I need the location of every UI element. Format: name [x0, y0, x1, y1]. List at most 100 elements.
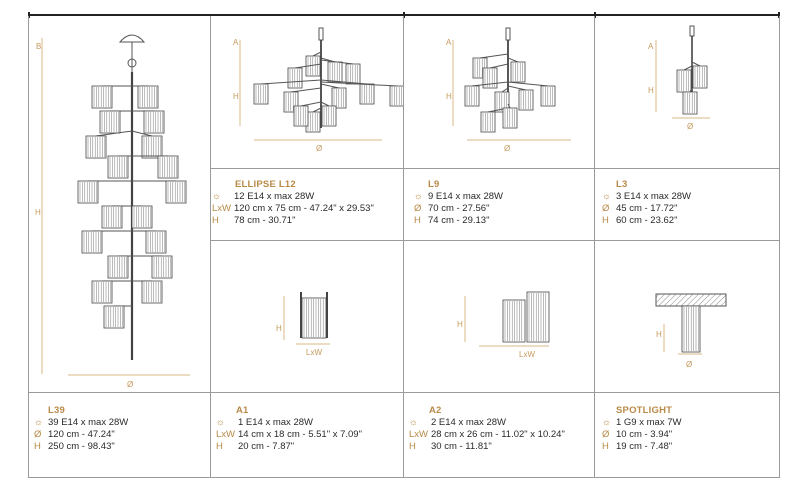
spec-value: 250 cm - 98.43": [48, 441, 115, 452]
spec-key: H: [414, 215, 421, 226]
arm: [691, 61, 701, 67]
arm: [507, 85, 527, 91]
dim-label-lxw: LxW: [519, 350, 535, 359]
crystal-shade: [77, 180, 99, 204]
crystal-shade: [85, 135, 107, 159]
l39-diagram: [41, 34, 190, 376]
l9-diagram: [452, 27, 571, 141]
crystal-shade: [91, 280, 113, 304]
arm: [683, 65, 693, 71]
crystal-shade: [91, 85, 113, 109]
dim-label-h: H: [276, 324, 282, 333]
arm: [300, 101, 322, 107]
dim-label-diameter: Ø: [127, 380, 134, 389]
spec-key: H: [602, 215, 609, 226]
spec-key: LxW: [212, 203, 231, 214]
dim-label-h: H: [648, 86, 654, 95]
spec-sheet: B H Ø A H Ø A H Ø: [28, 12, 780, 478]
crystal-shade: [103, 305, 125, 329]
spec-value: 12 E14 x max 28W: [234, 191, 315, 202]
spec-value: 28 cm x 26 cm - 11.02" x 10.24": [431, 429, 565, 440]
spec-value: 120 cm x 75 cm - 47.24" x 29.53": [234, 203, 374, 214]
dim-label-diameter: Ø: [687, 122, 694, 131]
l9-drawing: A H Ø: [403, 16, 594, 168]
spec-key: Ø: [602, 203, 610, 214]
dim-label-h: H: [656, 330, 662, 339]
crystal-shade: [141, 280, 163, 304]
spec-value: 1 G9 x max 7W: [616, 417, 682, 428]
arm: [260, 79, 322, 85]
l3-diagram: [655, 25, 710, 119]
grid-line: [594, 16, 595, 478]
dim-label-a: A: [446, 38, 452, 47]
product-name: L9: [428, 179, 440, 190]
product-name: L3: [616, 179, 628, 190]
spec-value: 10 cm - 3.94": [616, 429, 673, 440]
spec-key: H: [602, 441, 609, 452]
spec-value: 120 cm - 47.24": [48, 429, 115, 440]
dim-label-a: A: [648, 42, 654, 51]
arm: [479, 53, 509, 59]
arm: [489, 63, 509, 69]
arm: [507, 57, 519, 63]
crystal-shade: [145, 230, 167, 254]
crystal-shade: [389, 85, 403, 107]
dim-label-diameter: Ø: [686, 360, 693, 369]
spec-value: 70 cm - 27.56": [428, 203, 490, 214]
spec-value: 60 cm - 23.62": [616, 215, 678, 226]
spec-value: 14 cm x 18 cm - 5.51" x 7.09": [238, 429, 362, 440]
spec-value: 9 E14 x max 28W: [428, 191, 503, 202]
dim-label-h: H: [446, 92, 452, 101]
crystal-shade: [81, 230, 103, 254]
l39-drawing: B H Ø: [28, 16, 210, 392]
a1-drawing: H LxW: [210, 240, 403, 392]
dim-label-lxw: LxW: [306, 348, 322, 357]
a2-diagram: [464, 291, 550, 347]
spec-value: 3 E14 x max 28W: [616, 191, 691, 202]
bulb-icon: ☼: [34, 417, 43, 428]
top-rule-tick: [594, 12, 596, 18]
grid-line: [28, 477, 779, 478]
ellipse-l12-diagram: [239, 27, 403, 141]
spec-value: 1 E14 x max 28W: [238, 417, 313, 428]
crystal-shade: [301, 297, 327, 339]
spotlight-diagram: [655, 293, 727, 355]
l3-drawing: A H Ø: [594, 16, 779, 168]
crystal-shade: [157, 155, 179, 179]
bulb-icon: ☼: [602, 191, 611, 202]
crystal-shade: [141, 135, 163, 159]
spec-key: Ø: [34, 429, 42, 440]
spec-value: 78 cm - 30.71": [234, 215, 296, 226]
spec-value: 20 cm - 7.87": [238, 441, 295, 452]
product-name: SPOTLIGHT: [616, 405, 673, 416]
dim-label-h: H: [233, 92, 239, 101]
crystal-shade: [151, 255, 173, 279]
spec-key: Ø: [602, 429, 610, 440]
crystal-shade: [131, 205, 153, 229]
dim-label-diameter: Ø: [316, 144, 323, 153]
grid-line: [403, 16, 404, 478]
crystal-shade: [101, 205, 123, 229]
arm: [290, 87, 322, 93]
dim-label-h: H: [457, 320, 463, 329]
spec-key: LxW: [409, 429, 428, 440]
dim-label-h: H: [35, 208, 41, 217]
product-name: A1: [236, 405, 249, 416]
a1-diagram: [283, 292, 330, 345]
spec-key: H: [216, 441, 223, 452]
a2-drawing: H LxW: [403, 240, 594, 392]
spec-value: 19 cm - 7.48": [616, 441, 673, 452]
arm: [320, 59, 354, 65]
grid-line: [210, 16, 211, 478]
grid-line: [28, 392, 779, 393]
arm: [507, 81, 549, 87]
arm: [501, 87, 509, 93]
spec-key: LxW: [216, 429, 235, 440]
top-rule-tick: [28, 12, 30, 18]
product-name: ELLIPSE L12: [235, 179, 296, 190]
arm: [471, 81, 509, 87]
